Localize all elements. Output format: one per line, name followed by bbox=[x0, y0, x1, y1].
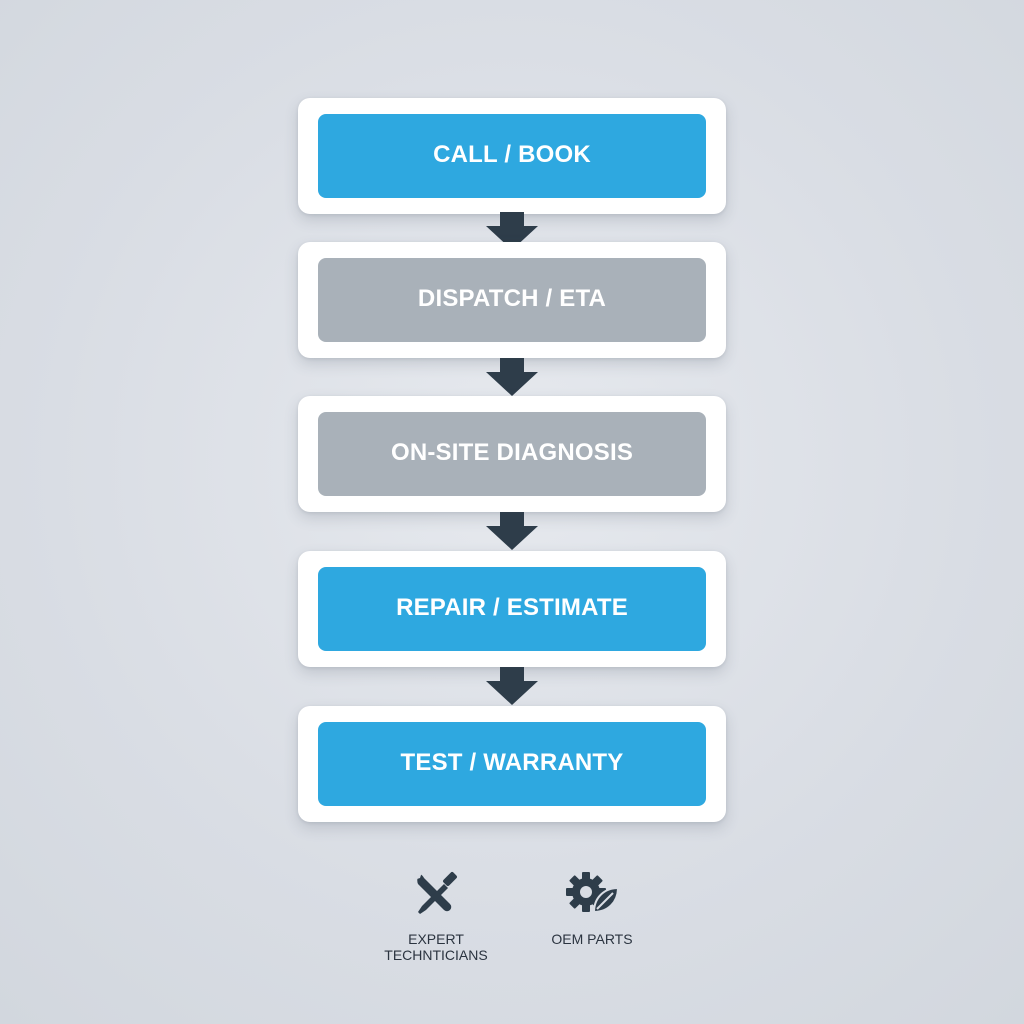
step-test-warranty: TEST / WARRANTY bbox=[318, 722, 706, 806]
legend-item-expert-technicians: EXPERT TECHNTICIANS bbox=[376, 868, 496, 963]
step-card-on-site-diagnosis: ON-SITE DIAGNOSIS bbox=[298, 396, 726, 512]
down-arrow-icon bbox=[486, 358, 538, 398]
step-call-book: CALL / BOOK bbox=[318, 114, 706, 198]
feature-legend: EXPERT TECHNTICIANS bbox=[0, 868, 1024, 988]
step-on-site-diagnosis: ON-SITE DIAGNOSIS bbox=[318, 412, 706, 496]
step-label: REPAIR / ESTIMATE bbox=[396, 594, 628, 621]
step-repair-estimate: REPAIR / ESTIMATE bbox=[318, 567, 706, 651]
step-card-test-warranty: TEST / WARRANTY bbox=[298, 706, 726, 822]
gear-leaf-icon bbox=[532, 868, 652, 923]
step-card-dispatch-eta: DISPATCH / ETA bbox=[298, 242, 726, 358]
legend-label: EXPERT TECHNTICIANS bbox=[384, 931, 488, 963]
step-label: ON-SITE DIAGNOSIS bbox=[390, 439, 634, 466]
step-label: CALL / BOOK bbox=[433, 141, 591, 168]
down-arrow-icon bbox=[486, 512, 538, 552]
legend-item-oem-parts: OEM PARTS bbox=[532, 868, 652, 947]
legend-label: OEM PARTS bbox=[551, 931, 633, 947]
step-label: TEST / WARRANTY bbox=[400, 749, 624, 776]
down-arrow-icon bbox=[486, 212, 538, 252]
wrench-screwdriver-icon bbox=[376, 868, 496, 923]
down-arrow-icon bbox=[486, 667, 538, 707]
step-card-call-book: CALL / BOOK bbox=[298, 98, 726, 214]
step-card-repair-estimate: REPAIR / ESTIMATE bbox=[298, 551, 726, 667]
step-label: DISPATCH / ETA bbox=[417, 285, 607, 312]
step-dispatch-eta: DISPATCH / ETA bbox=[318, 258, 706, 342]
